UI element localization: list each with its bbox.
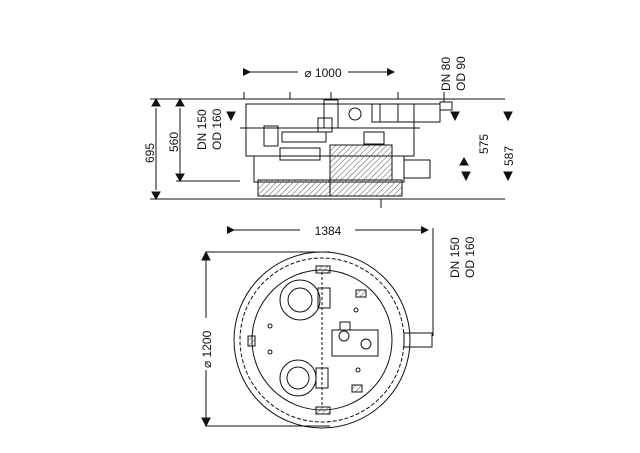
rib-bolt-4 bbox=[353, 307, 359, 313]
plan-outlet-pipe bbox=[403, 332, 433, 348]
rib-bolt-2 bbox=[267, 349, 273, 355]
ring-cell-bottom-right bbox=[351, 384, 363, 393]
label-dn80: DN 80 bbox=[439, 57, 453, 91]
pump-hatch bbox=[329, 144, 393, 181]
ring-cell-top bbox=[315, 265, 331, 274]
side-elevation bbox=[150, 68, 513, 208]
arrow-695-top bbox=[151, 97, 161, 107]
valve-flange bbox=[339, 321, 351, 331]
valve-wheel bbox=[348, 107, 362, 121]
ring-cell-top-right bbox=[355, 289, 367, 298]
valve-body bbox=[317, 117, 333, 133]
arrow-575-base bbox=[461, 171, 471, 182]
arrow-560-bottom bbox=[175, 173, 185, 183]
outlet-pipe-end bbox=[439, 101, 453, 111]
foundation-hatch-left bbox=[257, 179, 331, 197]
valve-knob-1 bbox=[338, 330, 350, 342]
label-width-1384: 1384 bbox=[315, 224, 342, 238]
lower-chamber-inner bbox=[286, 366, 310, 390]
upper-pump bbox=[317, 287, 331, 309]
label-width-1000: ⌀ 1000 bbox=[304, 66, 342, 80]
upper-chamber bbox=[279, 279, 321, 321]
ring-cell-left bbox=[247, 335, 256, 347]
label-od90: OD 90 bbox=[454, 56, 468, 91]
rib-bolt-3 bbox=[355, 367, 361, 373]
lower-chamber bbox=[279, 359, 317, 397]
label-height-695: 695 bbox=[143, 143, 157, 163]
arrow-575-top bbox=[450, 111, 460, 122]
label-height-587: 587 bbox=[502, 146, 516, 166]
arrow-1200-top bbox=[201, 250, 211, 261]
label-dn150: DN 150 bbox=[195, 109, 209, 150]
rib-bolt-1 bbox=[267, 323, 273, 329]
pump-housing bbox=[363, 131, 385, 145]
inlet-pipe-dn150 bbox=[403, 159, 431, 179]
label-height-560: 560 bbox=[167, 132, 181, 152]
label-diameter-1200: ⌀ 1200 bbox=[200, 330, 214, 368]
pipe-segment bbox=[281, 131, 327, 143]
foundation-hatch-right bbox=[329, 179, 403, 197]
inlet-flange bbox=[263, 125, 279, 147]
arrow-575-bottom bbox=[459, 156, 469, 166]
ring-cell-bottom bbox=[315, 406, 331, 415]
tank-outer-ring bbox=[233, 251, 411, 429]
label-height-575: 575 bbox=[477, 134, 491, 154]
arrow-587-bottom bbox=[503, 171, 513, 182]
valve-cluster bbox=[331, 329, 379, 357]
arrow-695-bottom bbox=[151, 191, 161, 201]
arrow-560-top bbox=[175, 97, 185, 107]
arrow-587-top bbox=[503, 111, 513, 122]
plan-view bbox=[201, 226, 434, 429]
label-plan-dn150: DN 150 bbox=[448, 237, 462, 278]
arrow-dn150 bbox=[226, 111, 236, 122]
arrow-1200-bottom bbox=[201, 417, 211, 428]
valve-knob-2 bbox=[360, 338, 372, 350]
grating-detail bbox=[279, 147, 321, 161]
upper-chamber-inner bbox=[287, 287, 313, 313]
label-od160: OD 160 bbox=[210, 108, 224, 150]
outlet-pipe-dn80 bbox=[371, 103, 441, 123]
label-plan-od160: OD 160 bbox=[463, 236, 477, 278]
